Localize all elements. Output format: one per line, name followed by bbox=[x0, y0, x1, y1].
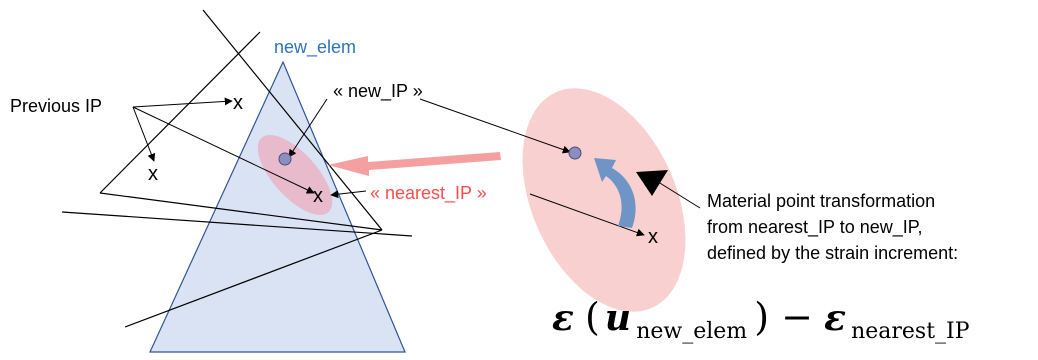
formula-eps-subscript: nearest_IP bbox=[851, 319, 970, 344]
new-elem-triangle bbox=[149, 60, 406, 353]
arrow-nearest-label-to-right-x bbox=[529, 193, 645, 237]
arrow-nearest-label-to-x bbox=[330, 190, 367, 199]
transformation-text-line3: defined by the strain increment: bbox=[707, 243, 958, 263]
formula-eps: ε bbox=[552, 297, 574, 339]
mesh-line bbox=[99, 192, 383, 231]
transformation-curved-arrow bbox=[594, 158, 636, 228]
formula-u-subscript: new_elem bbox=[636, 319, 747, 344]
pointer-arrow bbox=[636, 170, 701, 209]
formula-u: u bbox=[605, 297, 631, 339]
x-mark-top: x bbox=[233, 92, 243, 114]
previous-ip-arrows bbox=[132, 97, 315, 194]
formula-open-paren: ( bbox=[585, 295, 600, 339]
formula-close-minus: ) − bbox=[754, 295, 813, 339]
new-ip-point bbox=[278, 152, 292, 166]
mesh-line bbox=[124, 229, 383, 328]
mapping-arrow bbox=[328, 152, 501, 176]
new-ip-point-transformed bbox=[568, 146, 582, 160]
transformation-zone-ellipse bbox=[522, 88, 686, 312]
mesh-line bbox=[202, 9, 383, 231]
previous-ip-label: Previous IP bbox=[10, 96, 102, 116]
nearest-ip-label: « nearest_IP » bbox=[370, 183, 487, 204]
line-new-ip-to-right-point bbox=[419, 98, 571, 154]
mesh-line bbox=[99, 31, 261, 194]
strain-increment-formula: ε ( u new_elem ) − ε nearest_IP bbox=[552, 295, 970, 344]
arrow-previous-ip-to-x1 bbox=[132, 97, 233, 108]
transformation-text-line2: from nearest_IP to new_IP, bbox=[707, 217, 922, 238]
transformation-text-line1: Material point transformation bbox=[707, 191, 935, 211]
arrow-previous-ip-to-x2 bbox=[132, 106, 156, 162]
x-mark-nearest: x bbox=[313, 185, 323, 207]
x-mark-left: x bbox=[148, 163, 158, 185]
formula-eps2: ε bbox=[824, 297, 846, 339]
new-ip-label: « new_IP » bbox=[333, 81, 423, 102]
arrow-previous-ip-to-nearest bbox=[132, 106, 315, 194]
new-elem-label: new_elem bbox=[274, 37, 356, 58]
arrow-new-ip-label-to-point bbox=[288, 98, 328, 158]
previous-mesh-lines bbox=[61, 9, 413, 328]
mesh-line bbox=[61, 211, 413, 237]
new-ip-zone-ellipse bbox=[257, 135, 333, 215]
x-mark-right: x bbox=[648, 226, 658, 248]
